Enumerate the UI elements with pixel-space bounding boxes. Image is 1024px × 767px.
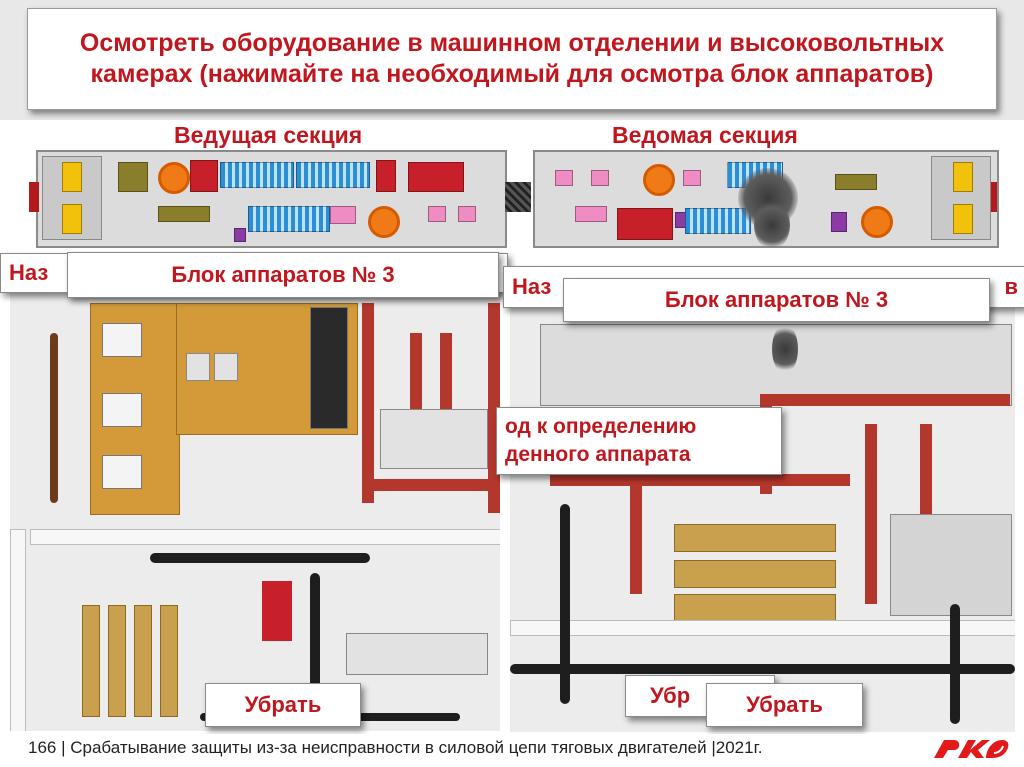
cable: [50, 333, 58, 503]
cable: [150, 553, 370, 563]
yellow-unit: [62, 204, 82, 234]
footer: [0, 734, 1024, 767]
fan-circle-icon[interactable]: [861, 206, 893, 238]
left-block-title: Блок аппаратов № 3: [67, 252, 499, 298]
right-device-name-text: Наз: [512, 274, 552, 299]
terminal-strip: [160, 605, 178, 717]
equipment-block[interactable]: [220, 162, 294, 188]
frame-rail: [510, 620, 1015, 636]
buffer-icon: [987, 182, 997, 212]
equipment-block: [831, 212, 847, 232]
right-device-name-suffix: в: [1004, 274, 1018, 299]
relay-icon: [214, 353, 238, 381]
buffer-icon: [29, 182, 39, 212]
cable: [510, 664, 1015, 674]
yellow-unit: [953, 204, 973, 234]
equipment-block[interactable]: [591, 170, 609, 186]
resistor-plate: [674, 560, 836, 588]
busbar: [760, 394, 1010, 406]
fan-circle-icon[interactable]: [643, 164, 675, 196]
driven-section-label: Ведомая секция: [612, 122, 798, 148]
equipment-block: [234, 228, 246, 242]
meter-icon: [102, 393, 142, 427]
equipment-block[interactable]: [408, 162, 464, 192]
red-device: [262, 581, 292, 641]
busbar: [362, 303, 374, 503]
go-to-fault-text: од к определению денного аппарата: [505, 415, 697, 466]
busbar: [550, 474, 850, 486]
equipment-block[interactable]: [683, 170, 701, 186]
equipment-block[interactable]: [248, 206, 330, 232]
equipment-block[interactable]: [376, 160, 396, 192]
equipment-block[interactable]: [428, 206, 446, 222]
busbar: [440, 333, 452, 423]
yellow-unit: [953, 162, 973, 192]
left-block-title-text: Блок аппаратов № 3: [171, 262, 395, 287]
equipment-block[interactable]: [118, 162, 148, 192]
equipment-block[interactable]: [296, 162, 370, 188]
leading-section-plan[interactable]: [29, 150, 507, 248]
relay-pair: [346, 633, 488, 675]
resistor-plate: [674, 594, 836, 622]
leading-section-label: Ведущая секция: [174, 122, 363, 148]
left-close-button[interactable]: Убрать: [205, 683, 361, 727]
cable: [560, 504, 570, 704]
busbar: [362, 479, 500, 491]
relay-stack: [310, 307, 348, 429]
busbar: [630, 474, 642, 594]
equipment-block[interactable]: [330, 206, 356, 224]
equipment-block[interactable]: [190, 160, 218, 192]
equipment-block[interactable]: [555, 170, 573, 186]
right-close-label-partial: Убр: [650, 683, 691, 708]
equipment-block[interactable]: [617, 208, 673, 240]
meter-icon: [102, 455, 142, 489]
right-block-title: Блок аппаратов № 3: [563, 278, 990, 322]
right-equipment-photo: [510, 304, 1015, 732]
footer-caption: 166 | Срабатывание защиты из-за неисправ…: [28, 738, 763, 757]
relay-icon: [186, 353, 210, 381]
left-equipment-photo: [10, 293, 500, 731]
equipment-block[interactable]: [158, 206, 210, 222]
instruction-title: Осмотреть оборудование в машинном отделе…: [27, 8, 997, 110]
resistor-plate: [674, 524, 836, 552]
busbar: [865, 424, 877, 604]
right-close-label: Убрать: [746, 692, 823, 717]
fan-circle-icon[interactable]: [368, 206, 400, 238]
coupler-icon: [505, 182, 531, 212]
go-to-fault-button[interactable]: од к определению денного аппарата: [496, 407, 782, 475]
terminal-strip: [82, 605, 100, 717]
equipment-block[interactable]: [458, 206, 476, 222]
fan-circle-icon[interactable]: [158, 162, 190, 194]
frame-rail: [30, 529, 500, 545]
left-device-name-text: Наз: [9, 260, 49, 285]
right-close-button[interactable]: Убрать: [706, 683, 863, 727]
contactor-block: [890, 514, 1012, 616]
cable: [950, 604, 960, 724]
smoke-icon: [772, 324, 798, 374]
right-block-title-text: Блок аппаратов № 3: [664, 287, 889, 312]
equipment-block[interactable]: [575, 206, 607, 222]
cable: [310, 573, 320, 723]
terminal-strip: [108, 605, 126, 717]
equipment-block[interactable]: [835, 174, 877, 190]
equipment-block[interactable]: [685, 208, 751, 234]
yellow-unit: [62, 162, 82, 192]
smoke-icon: [754, 200, 790, 250]
left-close-label: Убрать: [244, 692, 322, 717]
terminal-strip: [134, 605, 152, 717]
busbar: [410, 333, 422, 423]
meter-icon: [102, 323, 142, 357]
instruction-text: Осмотреть оборудование в машинном отделе…: [79, 29, 945, 88]
frame-post: [10, 529, 26, 731]
rzd-logo-icon: [934, 740, 1009, 758]
contactor-block: [380, 409, 488, 469]
